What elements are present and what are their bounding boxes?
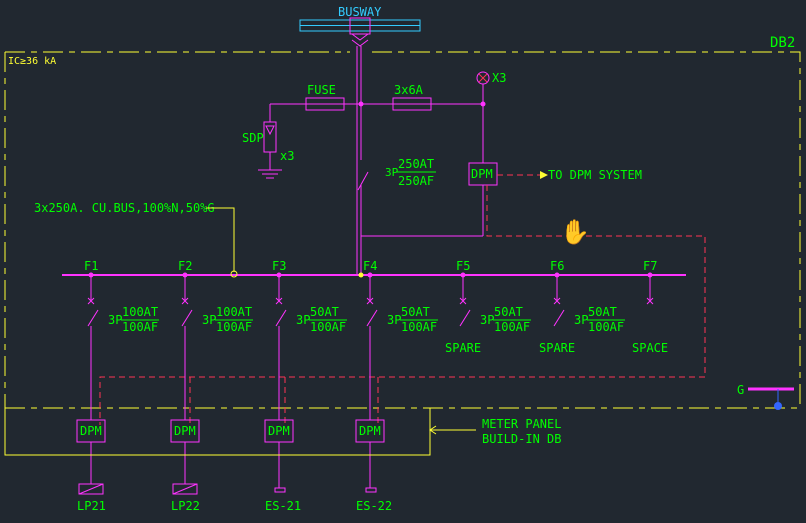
meter-panel-line2: BUILD-IN DB <box>482 432 561 446</box>
feeder-f6-at: 50AT <box>588 305 617 319</box>
feeder-f5-at: 50AT <box>494 305 523 319</box>
main-breaker-at: 250AT <box>398 157 434 171</box>
ground-label: G <box>737 383 744 397</box>
feeder-f1-load-label: LP21 <box>77 499 106 513</box>
sdp-qty: x3 <box>280 149 294 163</box>
meter-panel-enclosure <box>4 408 431 456</box>
feeder-group: F13P100AT100AFDPMLP21F23P100AT100AFDPMLP… <box>76 259 668 513</box>
feeder-f3-id: F3 <box>272 259 286 273</box>
feeder-f2-id: F2 <box>178 259 192 273</box>
tap-branch <box>258 71 498 237</box>
dpm-main-label: DPM <box>471 167 493 181</box>
feeder-f3-socket-symbol <box>274 484 286 493</box>
feeder-f3-cross <box>275 297 283 305</box>
x3-label: X3 <box>492 71 506 85</box>
main-breaker-af: 250AF <box>398 174 434 188</box>
feeder-f2-at: 100AT <box>216 305 252 319</box>
bus-note-leader <box>206 207 235 272</box>
feeder-f6-cross <box>553 297 561 305</box>
feeder-f7-id: F7 <box>643 259 657 273</box>
fuse-rating: 3x6A <box>394 83 424 97</box>
feeder-f4-dpm-label: DPM <box>359 424 381 438</box>
feeder-f1-af: 100AF <box>122 320 158 334</box>
feeder-f3-af: 100AF <box>310 320 346 334</box>
feeder-f3-poles: 3P <box>296 313 310 327</box>
panel-name: DB2 <box>770 35 795 51</box>
feeder-f1-id: F1 <box>84 259 98 273</box>
feeder-f4-poles: 3P <box>387 313 401 327</box>
feeder-f1-panel-diagonal <box>78 483 104 495</box>
feeder-f3-dpm-label: DPM <box>268 424 290 438</box>
feeder-f6-id: F6 <box>550 259 564 273</box>
busway-symbol <box>299 17 421 47</box>
feeder-f1-at: 100AT <box>122 305 158 319</box>
ground-bar <box>748 387 794 410</box>
dpm-system-link <box>497 171 548 179</box>
feeder-f4-af: 100AF <box>401 320 437 334</box>
feeder-f2-load-label: LP22 <box>171 499 200 513</box>
feeder-f3-load-label: ES-21 <box>265 499 301 513</box>
feeder-f4-at: 50AT <box>401 305 430 319</box>
feeder-f5-poles: 3P <box>480 313 494 327</box>
feeder-f5-id: F5 <box>456 259 470 273</box>
feeder-f1-cross <box>87 297 95 305</box>
ic-rating: IC≥36 kA <box>8 56 56 67</box>
feeder-f1-poles: 3P <box>108 313 122 327</box>
feeder-f7-cross <box>646 297 654 305</box>
feeder-f3-at: 50AT <box>310 305 339 319</box>
main-riser <box>356 46 362 275</box>
junction-dot <box>358 101 364 107</box>
feeder-f4-load-label: ES-22 <box>356 499 392 513</box>
feeder-f6-note: SPARE <box>539 341 575 355</box>
feeder-f2-panel-symbol <box>172 483 198 495</box>
feeder-f2-panel-diagonal <box>172 483 198 495</box>
feeder-f5-note: SPARE <box>445 341 481 355</box>
feeder-f2-cross <box>181 297 189 305</box>
feeder-f6-poles: 3P <box>574 313 588 327</box>
meter-panel-line1: METER PANEL <box>482 417 561 431</box>
feeder-f4-breaker <box>366 309 378 327</box>
main-breaker-poles: 3P <box>385 166 399 179</box>
db2-enclosure <box>4 51 801 409</box>
feeder-f1-dpm-label: DPM <box>80 424 102 438</box>
feeder-f2-af: 100AF <box>216 320 252 334</box>
feeder-f1-panel-symbol <box>78 483 104 495</box>
feeder-f2-dpm-label: DPM <box>174 424 196 438</box>
feeder-f4-id: F4 <box>363 259 377 273</box>
feeder-f2-poles: 3P <box>202 313 216 327</box>
feeder-f4-cross <box>366 297 374 305</box>
bus-note-marker <box>230 270 238 278</box>
feeder-f6-breaker <box>553 309 565 327</box>
feeder-f4-socket-symbol <box>365 484 377 493</box>
bus-junction <box>358 272 364 278</box>
feeder-f3-breaker <box>275 309 287 327</box>
feeder-f5-cross <box>459 297 467 305</box>
fuse-label: FUSE <box>307 83 336 97</box>
hand-cursor-icon: ✋ <box>560 218 590 246</box>
sdp-label: SDP <box>242 131 264 145</box>
dpm-communication-drops <box>189 377 379 425</box>
feeder-f7-note: SPACE <box>632 341 668 355</box>
feeder-f5-af: 100AF <box>494 320 530 334</box>
dpm-communication-loop <box>99 185 706 425</box>
feeder-f1-breaker <box>87 309 99 327</box>
busway-label: BUSWAY <box>338 5 382 19</box>
main-breaker-symbol <box>357 171 369 191</box>
bus-note: 3x250A. CU.BUS,100%N,50%G <box>34 201 215 215</box>
junction-dot <box>480 101 486 107</box>
feeder-f5-breaker <box>459 309 471 327</box>
feeder-f6-af: 100AF <box>588 320 624 334</box>
dpm-system-note: TO DPM SYSTEM <box>548 168 642 182</box>
feeder-f2-breaker <box>181 309 193 327</box>
